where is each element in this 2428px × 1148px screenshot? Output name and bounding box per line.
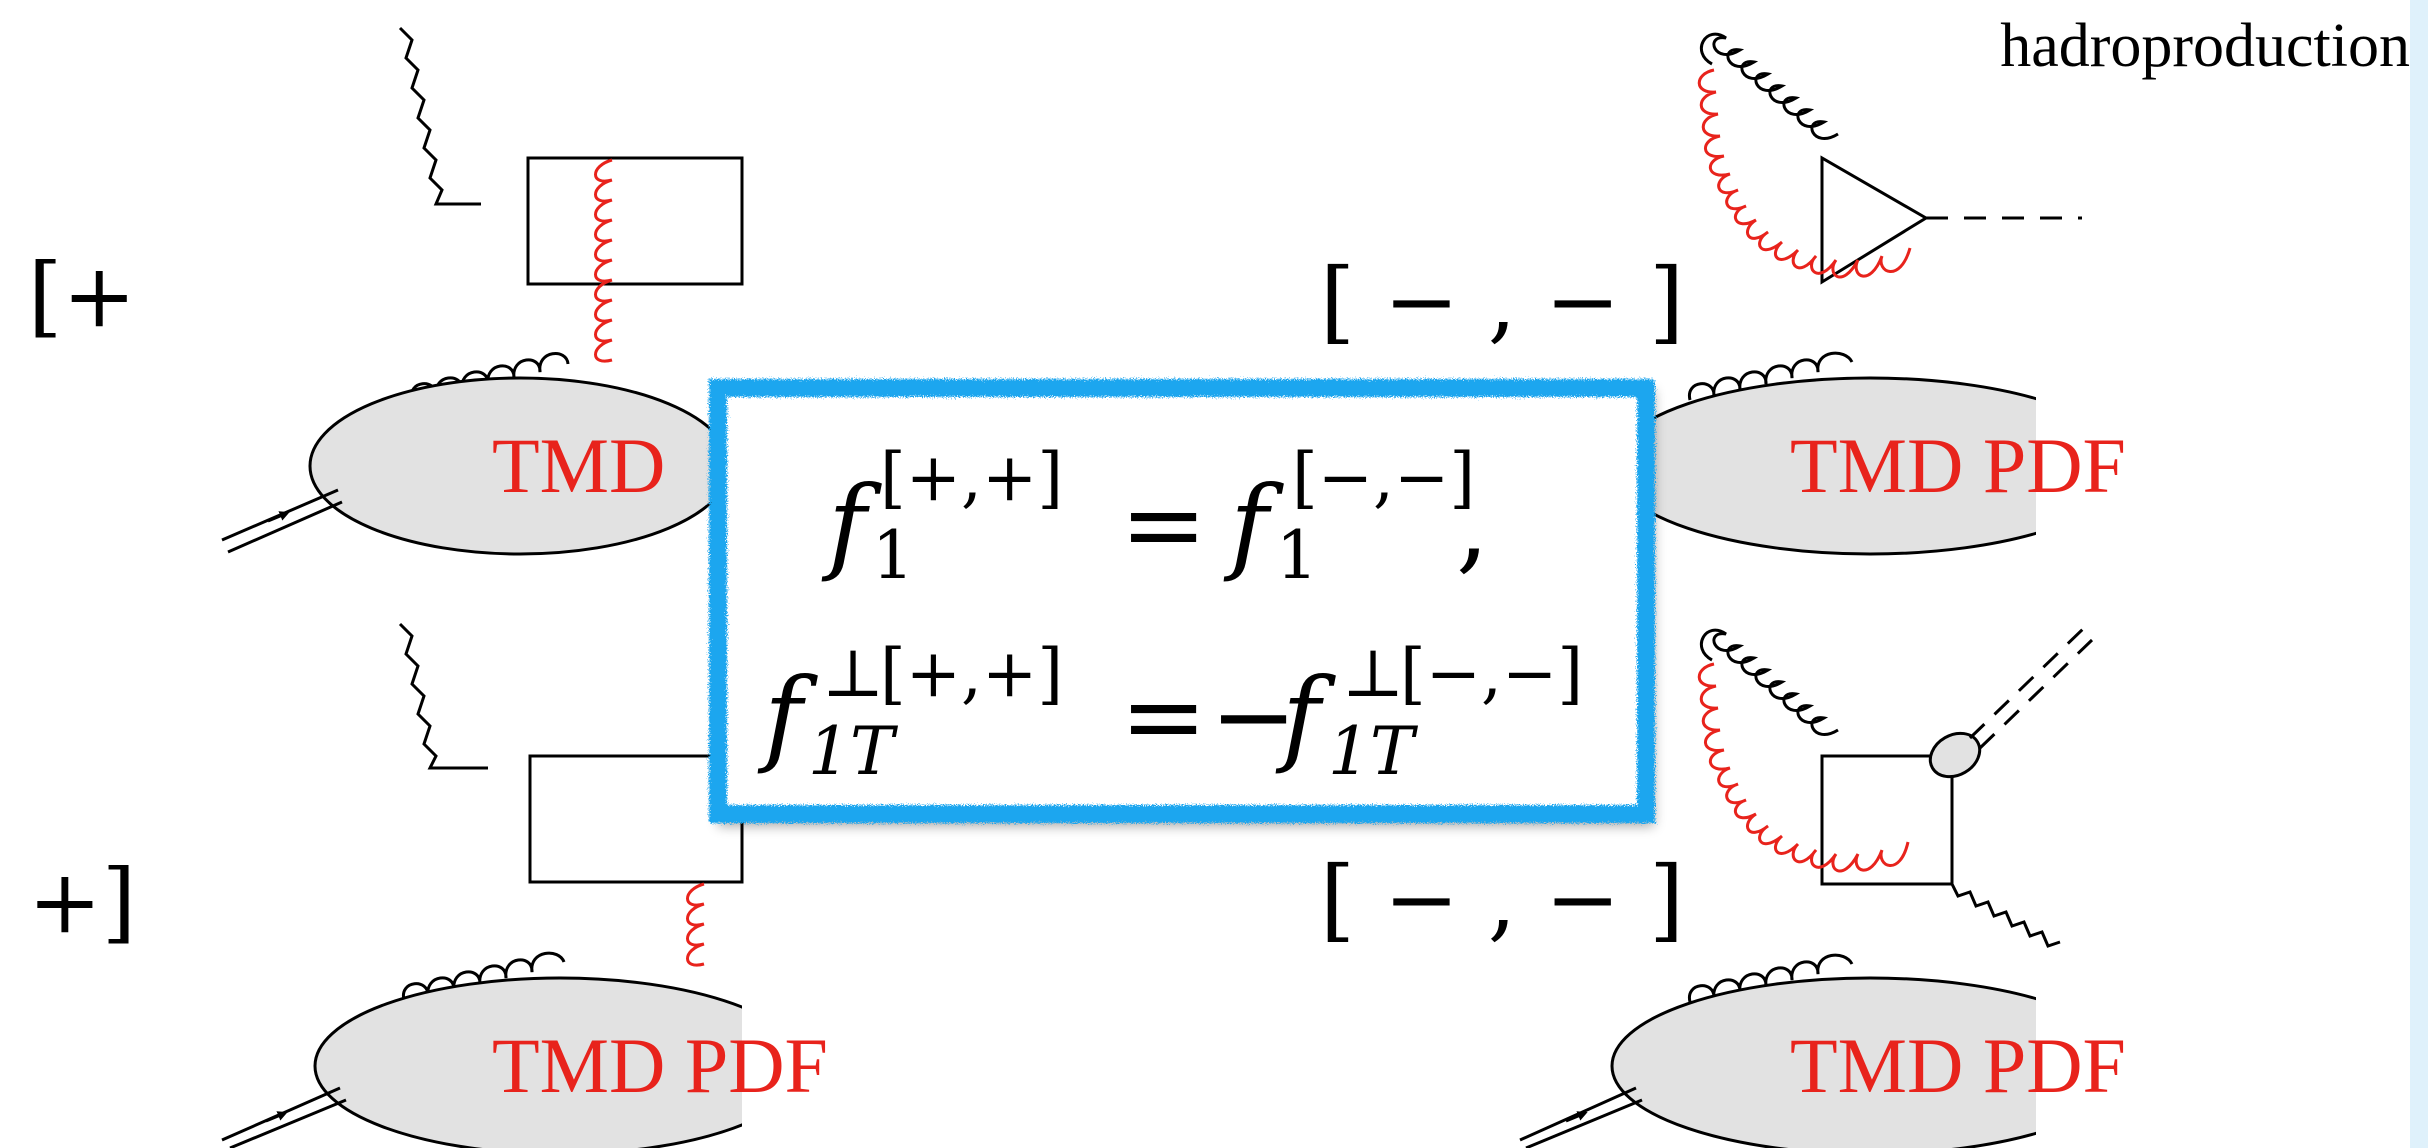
quark-triangle xyxy=(1820,155,1929,285)
process-label: hadroproduction xyxy=(2000,12,2410,80)
tmd-pdf-label-bottom-right: TMD PDF xyxy=(1790,1022,2126,1109)
photon-line xyxy=(398,26,481,206)
gluon-black-upper xyxy=(1700,32,1839,140)
eq2-sub-right: 1T xyxy=(1328,713,1419,790)
eq2-perp-right: ⊥ xyxy=(1342,635,1404,712)
equation-frame xyxy=(709,379,1655,823)
tmd-pdf-label-bottom-left: TMD PDF xyxy=(492,1022,828,1109)
quark-box xyxy=(1820,754,1954,886)
eq2-minus: − xyxy=(1210,655,1297,777)
eq1-sup-left: [+,+] xyxy=(880,439,1063,516)
eq2-sub-left: 1T xyxy=(808,713,899,790)
tmd-label-top-left: TMD xyxy=(492,422,665,509)
bracket-label-bottom-right: [ − , − ] xyxy=(1320,847,1684,952)
eq1-sub-right: 1 xyxy=(1276,517,1318,594)
gluon-black-upper xyxy=(1700,628,1839,736)
eq2-sup-right: [−,−] xyxy=(1400,635,1583,712)
eq1-equals: = xyxy=(1120,463,1207,585)
incoming-hadron-line xyxy=(1519,1086,1637,1142)
eq1-sub-left: 1 xyxy=(872,517,914,594)
photon-line xyxy=(1950,883,2061,948)
bracket-label-bottom-left: +] xyxy=(28,850,136,953)
dashed-line-lower xyxy=(1978,638,2094,750)
bracket-label-top-right: [ − , − ] xyxy=(1320,249,1684,354)
gluon-red-upper xyxy=(1697,68,1912,279)
gluon-red xyxy=(594,158,613,363)
equation-line-2: f 1T ⊥ [+,+] = − f 1T ⊥ [−,−] xyxy=(757,635,1583,790)
quark-box xyxy=(526,156,744,286)
right-edge-strip xyxy=(2410,0,2428,1148)
eq2-perp-left: ⊥ xyxy=(822,635,884,712)
bracket-label-top-left: [+ xyxy=(28,244,136,347)
vertex-blob xyxy=(1928,731,1982,779)
equation-box: f 1 [+,+] = f 1 [−,−] , f 1T ⊥ [+,+] = −… xyxy=(709,379,1655,823)
eq1-comma: , xyxy=(1456,463,1489,585)
tmd-pdf-label-top-right: TMD PDF xyxy=(1790,422,2126,509)
eq2-equals: = xyxy=(1120,655,1207,777)
dashed-line-upper xyxy=(1968,626,2086,740)
diagram-top-left xyxy=(221,26,744,556)
eq2-sup-left: [+,+] xyxy=(880,635,1063,712)
eq1-sup-right: [−,−] xyxy=(1292,439,1475,516)
gluon-red xyxy=(686,882,705,967)
photon-line xyxy=(398,622,488,770)
gluon-red xyxy=(1697,662,1910,873)
